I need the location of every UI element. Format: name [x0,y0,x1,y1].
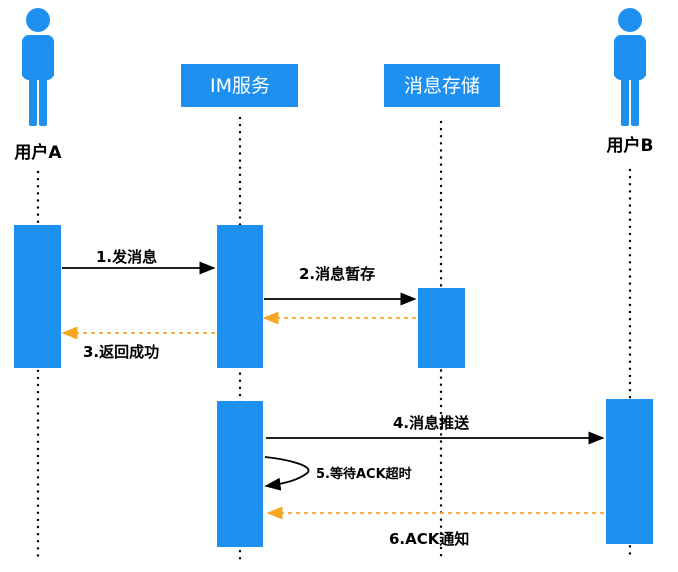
activation-user-a [14,225,61,368]
im-service-label: IM服务 [210,75,270,97]
user-a-label: 用户A [14,142,62,163]
activation-bars [14,225,653,547]
message-label-2: 2.消息暂存 [299,265,375,283]
message-label-5: 5.等待ACK超时 [316,466,412,482]
message-label-1: 1.发消息 [96,248,157,266]
message-arrow-5 [264,456,310,491]
user-b-label: 用户B [607,135,654,156]
message-label-4: 4.消息推送 [393,414,470,432]
message-store-label: 消息存储 [404,75,480,97]
im-service-box: IM服务 [181,64,298,107]
activation-im-service-1 [217,225,263,368]
lifelines [36,116,632,562]
activation-user-b [606,399,653,544]
message-store-box: 消息存储 [384,64,500,107]
user-b-person-icon [614,8,646,126]
activation-im-service-2 [217,401,263,547]
activation-message-store [418,288,465,368]
user-a-person-icon [22,8,54,126]
message-label-6: 6.ACK通知 [389,530,469,548]
message-label-3: 3.返回成功 [83,343,159,361]
